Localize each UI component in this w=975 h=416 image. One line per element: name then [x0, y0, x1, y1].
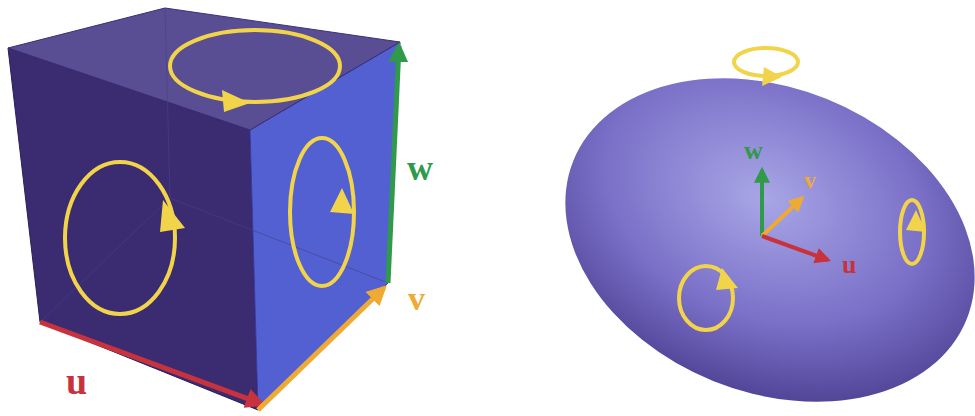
vector-label: w: [407, 150, 433, 186]
loop-arrowhead: [906, 210, 926, 232]
vector-label: u: [66, 362, 87, 400]
u-vector: [762, 236, 828, 260]
w-vector: [760, 170, 764, 236]
v-vector: [258, 288, 384, 410]
circulation-loop: [290, 138, 354, 286]
loop-arrowhead: [160, 200, 185, 232]
circulation-loop: [65, 162, 175, 314]
vector-label: u: [842, 252, 856, 278]
circulation-loop: [170, 30, 340, 102]
cube: [8, 8, 400, 410]
u-vector: [40, 322, 262, 404]
v-vector: [762, 198, 802, 236]
w-vector: [388, 46, 399, 283]
ellipsoid: [516, 20, 975, 416]
loop-arrowhead: [762, 67, 782, 86]
hidden-edge: [165, 8, 170, 198]
loop-arrowhead: [222, 90, 250, 112]
vector-label: v: [804, 168, 816, 192]
cube-top-face: [8, 8, 400, 130]
vector-label: w: [744, 138, 763, 164]
ellipsoid-body: [516, 20, 975, 416]
loop-arrowhead: [716, 268, 738, 290]
loop-arrowhead: [330, 188, 354, 214]
vector-label: v: [408, 282, 425, 316]
circulation-loop: [900, 200, 924, 264]
